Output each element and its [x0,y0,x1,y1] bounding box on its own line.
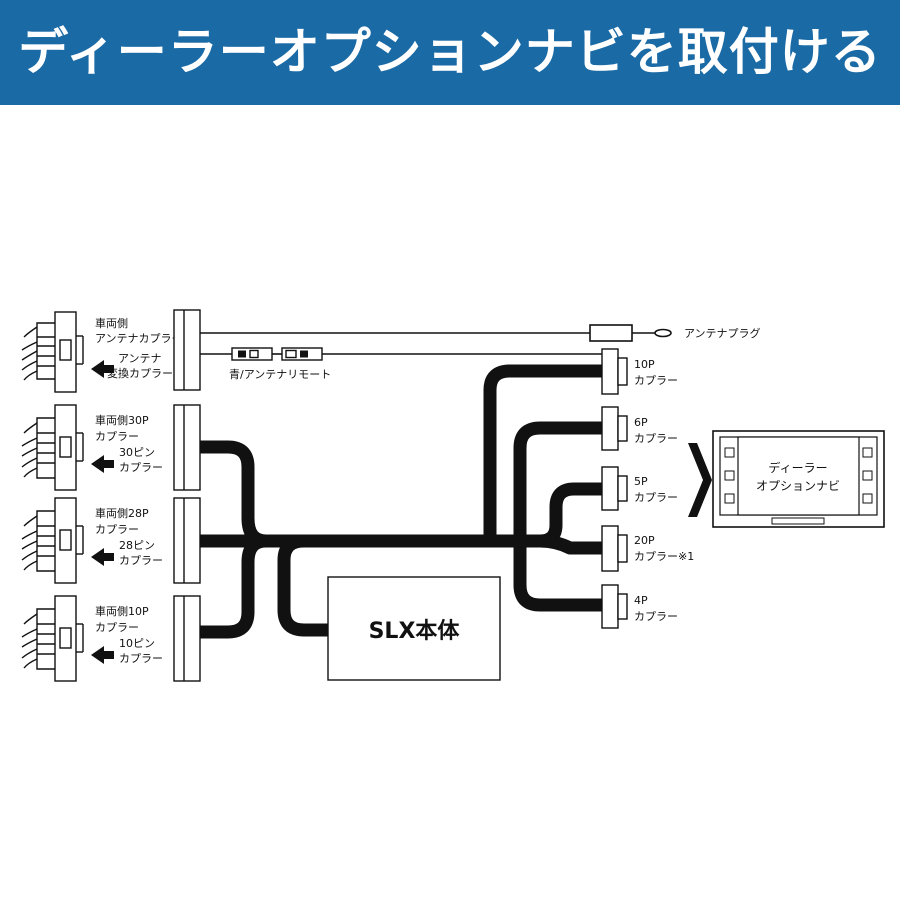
arrow-left-icon [91,455,114,473]
svg-text:4P: 4P [634,594,648,607]
pin30-label-1: 30ピン [119,446,155,459]
svg-text:SLX本体: SLX本体 [369,619,461,644]
antenna-remote-label: 青/アンテナリモート [229,368,331,381]
svg-text:10ピン: 10ピン [119,637,155,650]
output-connector-5p [601,466,628,511]
page-title: ディーラーオプションナビを取付ける [18,23,882,81]
output-connector-20p [601,525,628,572]
svg-text:車両側28P: 車両側28P [95,506,149,520]
slx-main-unit: SLX本体 [327,576,501,681]
antenna-plug-label: アンテナプラグ [684,326,761,340]
antenna-adapter-label-2: 変換カプラー [107,366,173,380]
svg-text:アンテナプラグ: アンテナプラグ [684,326,761,340]
pin30-label-2: カプラー [119,461,163,474]
svg-text:アンテナカプラー: アンテナカプラー [95,332,183,345]
arrow-right-icon [688,443,712,517]
antenna-plug-icon [589,324,672,342]
harness-cables [200,364,602,639]
antenna-wires [200,332,602,355]
svg-text:車両側30P: 車両側30P [95,413,149,427]
svg-text:30ピン: 30ピン [119,446,155,459]
pin28-label-1: 28ピン [119,539,155,552]
svg-text:カプラー: カプラー [634,432,678,445]
vehicle-30p-connector: 車両側30P カプラー 30ピン カプラー [21,404,201,491]
vehicle-30p-label-2: カプラー [95,430,139,443]
antenna-adapter-label-1: アンテナ [118,352,162,365]
vehicle-antenna-label-2: アンテナカプラー [95,332,183,345]
arrow-left-icon [91,548,114,566]
svg-text:カプラー: カプラー [119,461,163,474]
pin10-label-2: カプラー [119,652,163,665]
out-10p-label-2: カプラー [634,374,678,387]
output-connector-10p [601,348,628,395]
out-6p-label-1: 6P [634,416,648,429]
vehicle-28p-label-1: 車両側28P [95,506,149,520]
svg-text:20P: 20P [634,534,655,547]
pin10-label-1: 10ピン [119,637,155,650]
vehicle-antenna-label-1: 車両側 [95,316,128,330]
svg-text:変換カプラー: 変換カプラー [107,366,173,380]
dealer-option-navi-unit: ディーラー オプションナビ [712,430,885,528]
out-4p-label-1: 4P [634,594,648,607]
svg-text:カプラー: カプラー [634,491,678,504]
out-5p-label-1: 5P [634,475,648,488]
svg-text:5P: 5P [634,475,648,488]
header-bar: ディーラーオプションナビを取付ける [0,0,900,105]
out-10p-label-1: 10P [634,358,655,371]
navi-label-1: ディーラー [768,460,827,475]
svg-text:カプラー: カプラー [634,374,678,387]
pin28-label-2: カプラー [119,554,163,567]
svg-text:28ピン: 28ピン [119,539,155,552]
svg-text:青/アンテナリモート: 青/アンテナリモート [229,368,331,381]
vehicle-10p-label-2: カプラー [95,621,139,634]
out-5p-label-2: カプラー [634,491,678,504]
output-connector-4p [601,584,628,629]
slx-main-unit-label: SLX本体 [369,619,461,644]
vehicle-10p-label-1: 車両側10P [95,604,149,618]
svg-text:カプラー: カプラー [119,554,163,567]
svg-text:車両側: 車両側 [95,316,128,330]
svg-text:カプラー: カプラー [634,610,678,623]
remote-wire-connector [231,347,323,361]
vehicle-28p-label-2: カプラー [95,523,139,536]
vehicle-28p-connector: 車両側28P カプラー 28ピン カプラー [21,497,201,584]
navi-label-2: オプションナビ [756,479,840,493]
svg-text:カプラー: カプラー [95,523,139,536]
svg-text:カプラー: カプラー [95,430,139,443]
out-20p-label-2: カプラー※1 [634,550,694,563]
svg-text:オプションナビ: オプションナビ [756,479,840,493]
vehicle-10p-connector: 車両側10P カプラー 10ピン カプラー [21,595,201,682]
svg-text:カプラー※1: カプラー※1 [634,550,694,563]
vehicle-30p-label-1: 車両側30P [95,413,149,427]
out-4p-label-2: カプラー [634,610,678,623]
svg-text:アンテナ: アンテナ [118,352,162,365]
svg-text:10P: 10P [634,358,655,371]
arrow-left-icon [91,646,114,664]
svg-text:カプラー: カプラー [119,652,163,665]
output-connector-6p [601,406,628,451]
vehicle-antenna-connector: 車両側 アンテナカプラー アンテナ 変換カプラー [21,309,201,393]
svg-text:ディーラー: ディーラー [768,460,827,475]
out-6p-label-2: カプラー [634,432,678,445]
svg-text:車両側10P: 車両側10P [95,604,149,618]
svg-text:カプラー: カプラー [95,621,139,634]
svg-text:6P: 6P [634,416,648,429]
arrow-left-icon [91,360,114,378]
out-20p-label-1: 20P [634,534,655,547]
